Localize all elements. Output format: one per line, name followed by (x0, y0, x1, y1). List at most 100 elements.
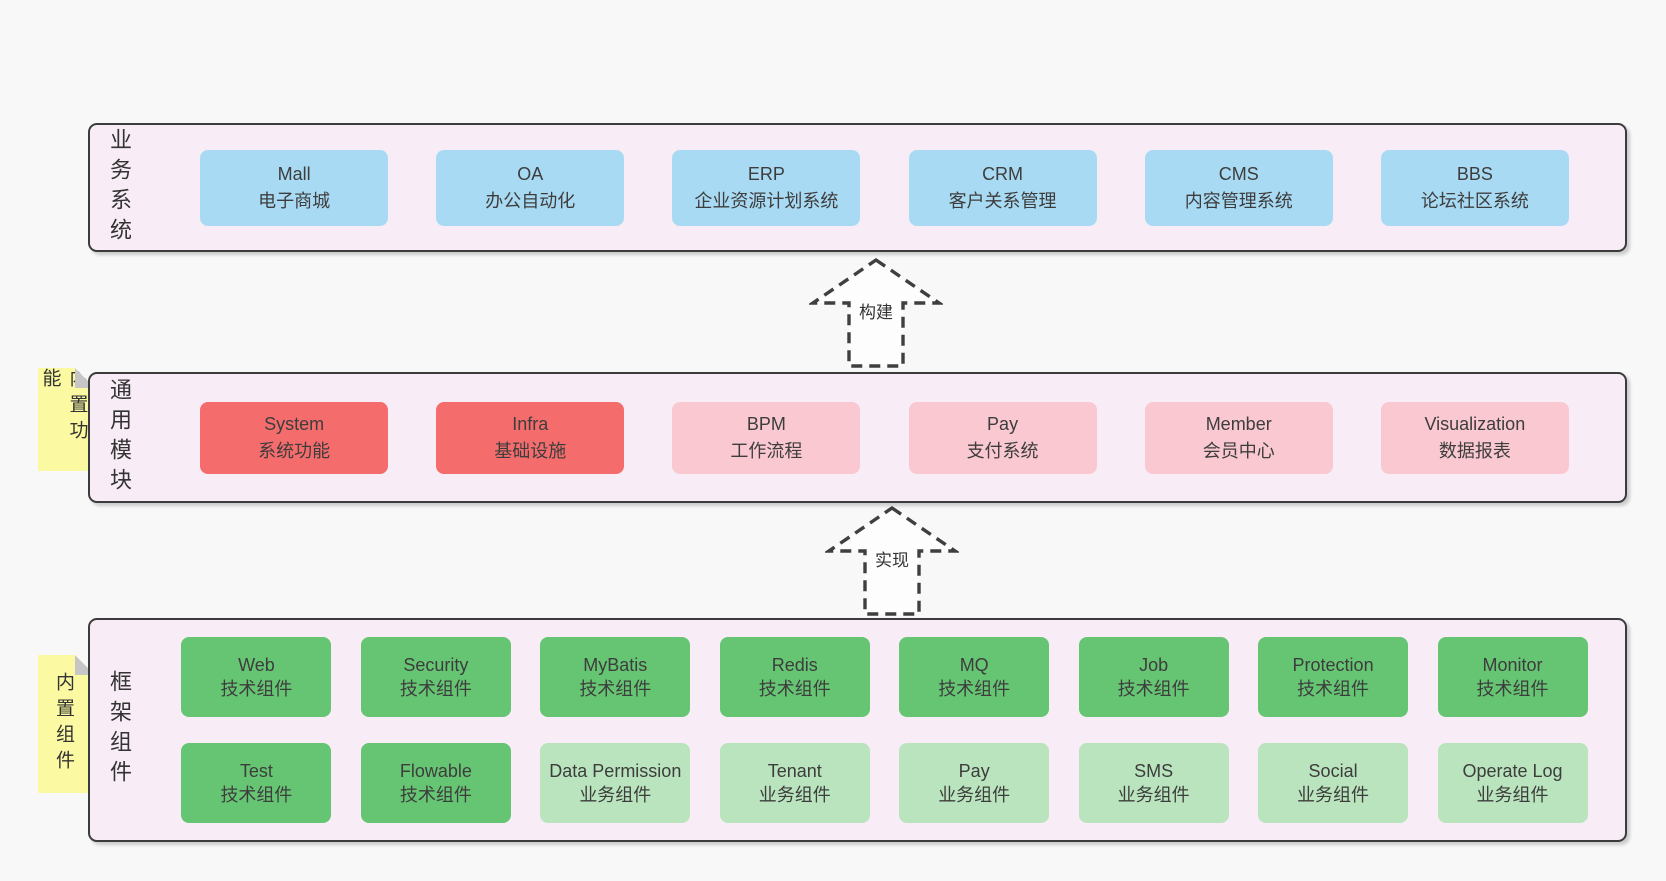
box-subtitle: 论坛社区系统 (1420, 190, 1529, 211)
box-title: Flowable (399, 761, 472, 781)
component-box-bbs: BBS 论坛社区系统 (1380, 149, 1569, 226)
layer-label-common-modules: 通用模块 (107, 377, 132, 498)
component-box-cms: CMS 内容管理系统 (1144, 149, 1333, 226)
component-box-data-permission: Data Permission 业务组件 (540, 743, 691, 823)
implement-arrow: 实现 (825, 504, 959, 618)
component-box-sms: SMS 业务组件 (1078, 743, 1229, 823)
box-title: Visualization (1424, 413, 1526, 434)
component-box-protection: Protection 技术组件 (1258, 637, 1409, 717)
box-subtitle: 技术组件 (1297, 679, 1370, 699)
box-subtitle: 内容管理系统 (1184, 190, 1293, 211)
box-title: Redis (771, 655, 818, 675)
box-subtitle: 业务组件 (1297, 785, 1370, 805)
layer-label-business-systems: 业务系统 (107, 127, 132, 248)
implement-arrow-label: 实现 (872, 546, 912, 571)
component-box-test: Test 技术组件 (181, 743, 332, 823)
box-title: Tenant (767, 761, 822, 781)
box-title: Security (403, 655, 469, 675)
component-box-mall: Mall 电子商城 (200, 149, 389, 226)
component-box-mybatis: MyBatis 技术组件 (540, 637, 691, 717)
box-subtitle: 数据报表 (1438, 440, 1511, 461)
component-box-visualization: Visualization 数据报表 (1380, 401, 1569, 474)
box-title: MyBatis (583, 655, 648, 675)
box-subtitle: 技术组件 (1117, 679, 1190, 699)
box-title: Mall (277, 163, 311, 184)
layer-business-systems: 业务系统 Mall 电子商城 OA 办公自动化 ERP 企业资源计划系统 CRM 客户关系管理… (88, 123, 1627, 252)
box-title: System (264, 413, 325, 434)
component-box-mq: MQ 技术组件 (899, 637, 1050, 717)
box-subtitle: 电子商城 (258, 190, 331, 211)
component-box-infra: Infra 基础设施 (436, 401, 625, 474)
layer-body: System 系统功能 Infra 基础设施 BPM 工作流程 Pay 支付系统 Member 会… (144, 374, 1625, 501)
box-subtitle: 技术组件 (579, 679, 652, 699)
component-row: Mall 电子商城 OA 办公自动化 ERP 企业资源计划系统 CRM 客户关系管理 CMS 内容… (152, 149, 1617, 226)
sticky-note-builtin-components: 内置组件 (38, 655, 95, 793)
box-subtitle: 技术组件 (220, 785, 293, 805)
box-title: Test (239, 761, 273, 781)
box-subtitle: 技术组件 (399, 679, 472, 699)
box-title: Infra (512, 413, 549, 434)
box-subtitle: 业务组件 (1117, 785, 1190, 805)
box-title: CMS (1218, 163, 1259, 184)
box-title: BPM (746, 413, 786, 434)
component-box-crm: CRM 客户关系管理 (908, 149, 1097, 226)
box-subtitle: 业务组件 (579, 785, 652, 805)
component-box-monitor: Monitor 技术组件 (1437, 637, 1588, 717)
component-box-tenant: Tenant 业务组件 (719, 743, 870, 823)
build-arrow: 构建 (809, 256, 943, 370)
box-subtitle: 客户关系管理 (948, 190, 1057, 211)
component-box-system: System 系统功能 (200, 401, 389, 474)
component-box-erp: ERP 企业资源计划系统 (672, 149, 861, 226)
component-box-flowable: Flowable 技术组件 (360, 743, 511, 823)
box-title: CRM (982, 163, 1024, 184)
box-subtitle: 企业资源计划系统 (694, 190, 839, 211)
component-box-social: Social 业务组件 (1258, 743, 1409, 823)
layer-common-modules: 通用模块 System 系统功能 Infra 基础设施 BPM 工作流程 Pay 支付系统 Me… (88, 372, 1627, 503)
layer-label-framework-components: 框架组件 (107, 670, 132, 790)
box-subtitle: 系统功能 (258, 440, 331, 461)
layer-body: Mall 电子商城 OA 办公自动化 ERP 企业资源计划系统 CRM 客户关系管理 CMS 内容… (144, 125, 1625, 250)
box-subtitle: 技术组件 (938, 679, 1011, 699)
component-box-security: Security 技术组件 (360, 637, 511, 717)
box-title: Protection (1292, 655, 1374, 675)
box-subtitle: 技术组件 (758, 679, 831, 699)
component-box-redis: Redis 技术组件 (719, 637, 870, 717)
box-subtitle: 基础设施 (494, 440, 567, 461)
box-title: BBS (1456, 163, 1493, 184)
box-subtitle: 技术组件 (1476, 679, 1549, 699)
box-subtitle: 业务组件 (1476, 785, 1549, 805)
box-subtitle: 会员中心 (1202, 440, 1275, 461)
box-subtitle: 业务组件 (758, 785, 831, 805)
build-arrow-label: 构建 (856, 298, 896, 323)
box-title: OA (517, 163, 544, 184)
component-box-operate-log: Operate Log 业务组件 (1437, 743, 1588, 823)
box-title: SMS (1134, 761, 1174, 781)
box-title: MQ (959, 655, 989, 675)
box-title: Monitor (1482, 655, 1543, 675)
box-title: Data Permission (549, 761, 682, 781)
box-title: ERP (747, 163, 785, 184)
box-subtitle: 技术组件 (220, 679, 293, 699)
box-subtitle: 技术组件 (399, 785, 472, 805)
box-subtitle: 支付系统 (966, 440, 1039, 461)
component-box-oa: OA 办公自动化 (436, 149, 625, 226)
box-title: Web (238, 655, 275, 675)
box-title: Operate Log (1462, 761, 1563, 781)
box-subtitle: 工作流程 (730, 440, 803, 461)
box-title: Pay (987, 413, 1019, 434)
box-subtitle: 业务组件 (938, 785, 1011, 805)
box-title: Member (1205, 413, 1272, 434)
box-subtitle: 办公自动化 (485, 190, 576, 211)
component-row: System 系统功能 Infra 基础设施 BPM 工作流程 Pay 支付系统 Member 会… (152, 401, 1617, 474)
component-box-member: Member 会员中心 (1144, 401, 1333, 474)
box-title: Social (1308, 761, 1358, 781)
component-box-job: Job 技术组件 (1078, 637, 1229, 717)
component-box-pay: Pay 支付系统 (908, 401, 1097, 474)
component-box-bpm: BPM 工作流程 (672, 401, 861, 474)
box-title: Job (1139, 655, 1169, 675)
